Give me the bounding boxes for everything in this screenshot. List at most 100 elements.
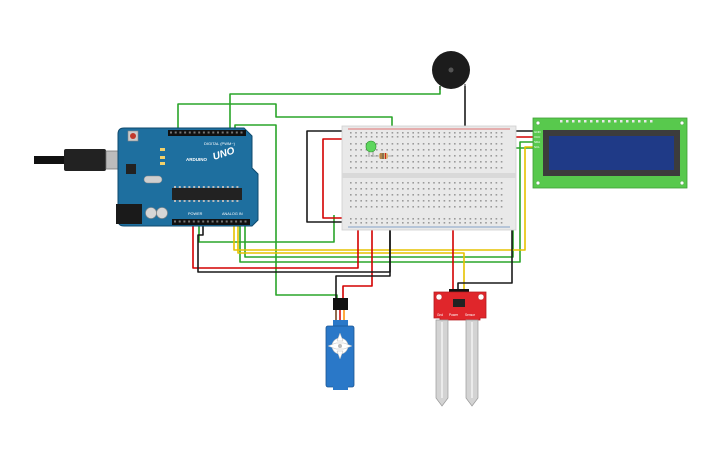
piezo-hole [448,67,454,73]
piezo-buzzer[interactable] [432,51,470,90]
breadboard-hole [500,194,503,196]
breadboard-hole [480,206,482,208]
breadboard-hole [350,188,352,190]
digital-header-label: DIGITAL (PWM~) [204,141,236,146]
reset-button-cap[interactable] [130,133,136,139]
breadboard-hole [386,222,388,224]
breadboard-hole [438,200,440,202]
breadboard-hole [360,188,362,190]
breadboard-hole [474,222,477,224]
chip-leg [207,200,210,202]
breadboard-hole [396,188,399,190]
breadboard-hole [407,200,409,202]
breadboard-hole [490,132,492,134]
breadboard-hole [438,161,440,163]
breadboard-hole [474,200,477,202]
breadboard-hole [443,182,446,184]
servo-tab-bottom [333,385,348,390]
wire-green-analog [198,215,335,243]
breadboard-hole [469,161,472,163]
breadboard-hole [386,188,388,190]
breadboard-hole [490,188,492,190]
breadboard-hole [350,222,352,224]
breadboard-hole [422,132,425,134]
breadboard-hole [500,155,503,157]
header-pin [217,131,219,134]
breadboard-hole [381,182,383,184]
header-pin [235,220,238,223]
led-green[interactable] [365,140,377,157]
breadboard-hole [391,143,394,145]
breadboard-hole [454,218,456,220]
breadboard-hole [428,132,430,134]
breadboard-hole [495,222,498,224]
breadboard-hole [448,167,451,169]
breadboard-hole [365,161,368,163]
arduino-uno-board[interactable]: UNO ARDUINO DIGITAL (PWM~) POWER ANALOG … [34,127,259,227]
breadboard-hole [443,136,446,138]
breadboard-hole [428,136,430,138]
breadboard-hole [386,136,388,138]
breadboard-hole [422,155,425,157]
breadboard-hole [402,143,404,145]
breadboard-hole [448,218,451,220]
lcd-header-pin [626,120,629,123]
breadboard-hole [381,161,383,163]
lcd-16x2[interactable]: GND VCC SDA SCL [532,117,688,189]
breadboard-hole [370,132,373,134]
breadboard-hole [396,167,399,169]
breadboard-hole [355,182,357,184]
breadboard-hole [443,155,446,157]
breadboard-hole [376,218,378,220]
breadboard-hole [428,167,430,169]
header-pin [174,131,177,134]
breadboard-hole [412,200,414,202]
breadboard-hole [407,143,409,145]
breadboard-hole [376,200,378,202]
header-pin [216,220,219,223]
breadboard-hole [469,206,472,208]
breadboard-hole [355,194,357,196]
lcd-header-pin [596,120,599,123]
breadboard-hole [417,194,420,196]
lcd-pin-gnd: GND [534,130,542,134]
header-pin [207,131,210,134]
breadboard-hole [443,161,446,163]
breadboard-hole [417,149,420,151]
servo-tab-top [333,320,348,328]
breadboard-hole [480,155,482,157]
usb-chip [126,164,136,174]
breadboard-hole [464,222,466,224]
breadboard-hole [360,132,362,134]
breadboard-hole [360,161,362,163]
breadboard-hole [485,206,487,208]
lcd-header-pin [602,120,605,123]
breadboard-hole [433,194,435,196]
breadboard-hole [464,206,466,208]
breadboard-hole [370,218,373,220]
breadboard-hole [355,167,357,169]
breadboard-hole [365,136,368,138]
breadboard-hole [428,218,430,220]
lcd-header-pin [560,120,563,123]
breadboard-hole [438,218,440,220]
breadboard-hole [350,161,352,163]
breadboard-hole [391,194,394,196]
resistor[interactable] [374,153,392,159]
servo-motor[interactable] [325,298,355,390]
header-pin [178,220,181,223]
chip-leg [202,186,205,188]
breadboard-hole [485,200,487,202]
soil-moisture-sensor[interactable]: Gnd Power Sensor [433,289,487,407]
breadboard-hole [448,143,451,145]
breadboard-hole [485,136,487,138]
breadboard-hole [448,222,451,224]
chip-leg [183,186,186,188]
breadboard-hole [350,218,352,220]
breadboard-hole [386,182,388,184]
breadboard-hole [407,167,409,169]
lcd-header-pin [650,120,653,123]
breadboard-hole [433,182,435,184]
header-pin [235,131,238,134]
breadboard-hole [417,188,420,190]
